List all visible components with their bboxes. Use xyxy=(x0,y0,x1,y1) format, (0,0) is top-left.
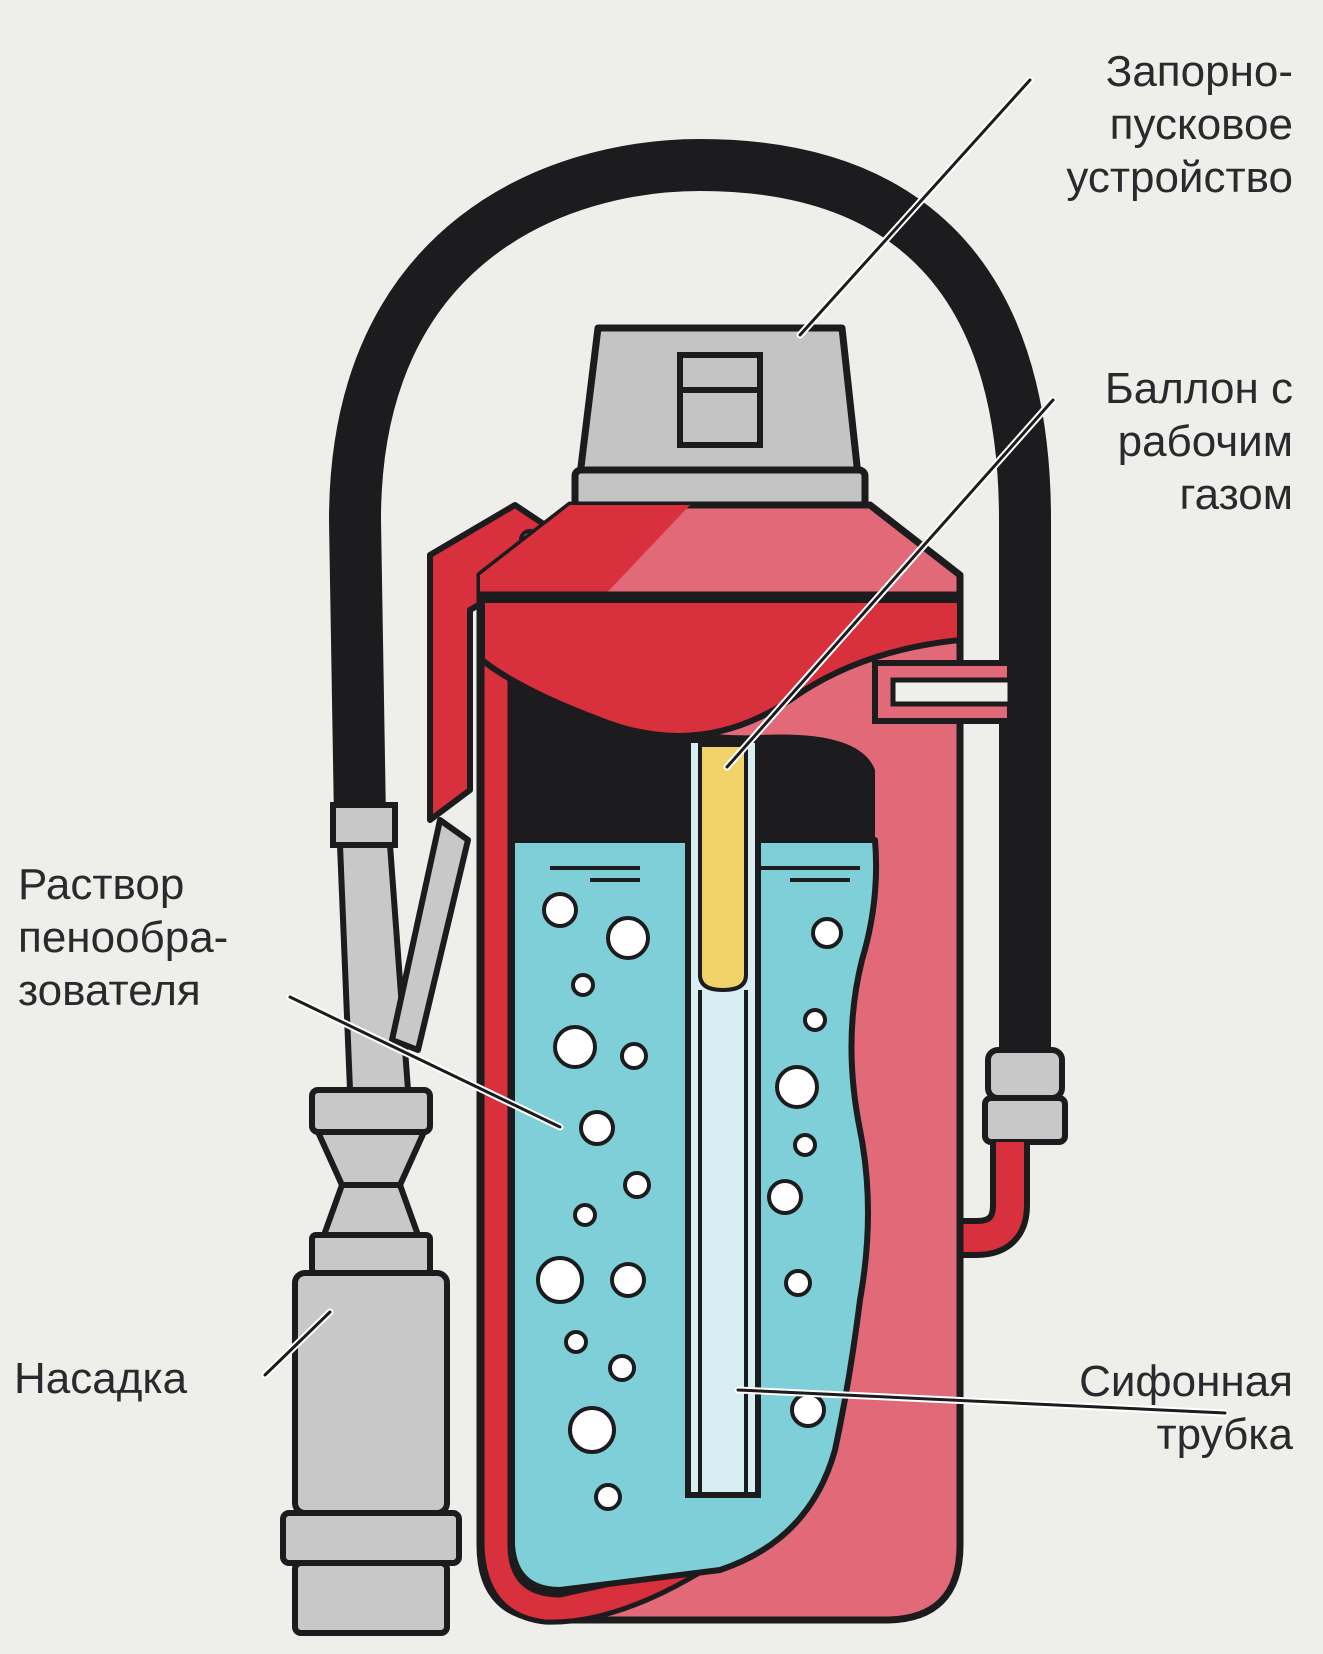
label-line: зователя xyxy=(18,966,201,1015)
label-line: Насадка xyxy=(14,1354,188,1403)
side-bracket xyxy=(872,660,1013,724)
hose-right-coupling xyxy=(940,1047,1068,1258)
label-line: рабочим xyxy=(1117,417,1293,466)
label-line: газом xyxy=(1179,470,1293,519)
label-line: трубка xyxy=(1156,1410,1293,1459)
label-line: Раствор xyxy=(18,860,185,909)
label-line: Баллон с xyxy=(1104,364,1293,413)
cutaway-wall xyxy=(479,657,722,1625)
nozzle-attachment xyxy=(280,1087,462,1636)
leader-lines-core xyxy=(263,78,1227,1415)
label-line: устройство xyxy=(1066,153,1293,202)
label-line: пенообра- xyxy=(18,913,229,962)
label-line: Запорно- xyxy=(1105,47,1293,96)
hose xyxy=(328,138,1051,1050)
shutoff-valve-head xyxy=(571,324,869,512)
label-shutoff-valve: Запорно- пусковое устройство xyxy=(1066,45,1293,204)
liquid-surface-marks xyxy=(550,866,860,882)
label-foam-solution: Раствор пенообра- зователя xyxy=(18,858,228,1017)
label-nozzle: Насадка xyxy=(14,1352,187,1405)
gas-cartridge xyxy=(698,743,748,993)
label-siphon-tube: Сифонная трубка xyxy=(1079,1355,1293,1461)
label-gas-cartridge: Баллон с рабочим газом xyxy=(1105,362,1293,521)
label-line: Сифонная xyxy=(1079,1357,1293,1406)
label-line: пусковое xyxy=(1109,100,1293,149)
